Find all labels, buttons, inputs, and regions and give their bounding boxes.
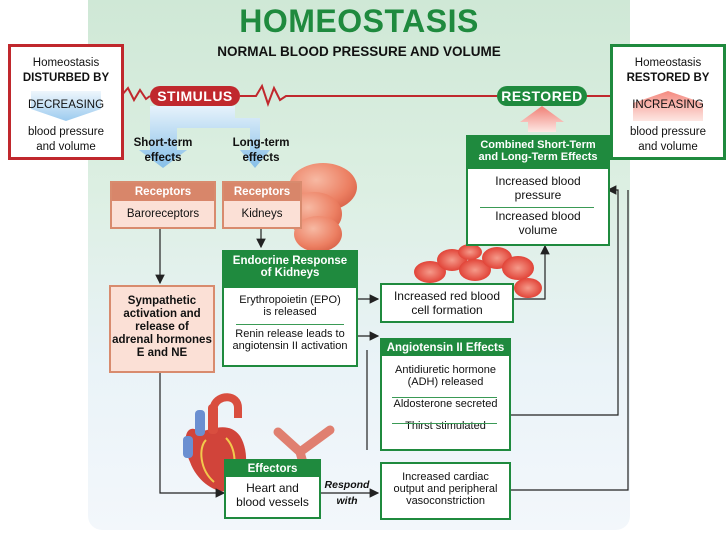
combined-header-line1: Combined Short-Term [480,139,596,151]
sympathetic-line3: release of [135,321,189,333]
disturbed-line3: DECREASING [27,99,105,111]
stimulus-down-arrow [139,106,270,168]
combined-item1-line2: pressure [468,188,608,202]
rbc-line2: cell formation [382,303,512,317]
thirst-label: Thirst stimulated [382,420,509,432]
epo-line1: Erythropoietin (EPO) [224,294,356,306]
restored-box: Homeostasis RESTORED BY INCREASING blood… [610,44,726,160]
stimulus-zigzag-line [120,86,151,103]
balance-zigzag-line [240,83,497,107]
epo-line2: is released [224,306,356,318]
combined-header: Combined Short-Term and Long-Term Effect… [468,137,608,169]
cardiac-line2: output and peripheral [382,483,509,495]
sympathetic-line4: adrenal hormones [112,334,212,346]
angiotensin-header: Angiotensin II Effects [382,340,509,356]
adh-line2: (ADH) released [382,376,509,388]
endocrine-header: Endocrine Response of Kidneys [224,252,356,288]
long-term-line1: Long-term [232,137,290,149]
disturbed-line4: blood pressure [27,126,105,138]
restored-up-arrow [520,106,564,132]
restored-line1: Homeostasis [634,57,702,69]
red-blood-cells-icon [414,244,542,298]
combined-item2-line1: Increased blood [468,209,608,223]
combined-item1-line1: Increased blood [468,174,608,188]
endocrine-divider [236,324,344,325]
rbc-formation-box: Increased red blood cell formation [380,283,514,323]
angiotensin-divider1 [392,397,497,398]
disturbed-box: Homeostasis DISTURBED BY DECREASING bloo… [8,44,124,160]
sympathetic-line2: activation and [123,308,201,320]
baroreceptors-label: Baroreceptors [112,201,214,227]
cardiac-line1: Increased cardiac [382,471,509,483]
short-term-line2: effects [144,152,182,164]
combined-divider [480,207,594,208]
adh-line1: Antidiuretic hormone [382,364,509,376]
kidneys-label: Kidneys [224,201,300,227]
restored-line5: and volume [638,141,698,153]
disturbed-line2: DISTURBED BY [22,72,110,84]
restored-pill: RESTORED [497,86,587,106]
cardiac-line3: vasoconstriction [382,495,509,507]
endocrine-header-line2: of Kidneys [260,267,320,279]
aldosterone-label: Aldosterone secreted [382,398,509,410]
respond-line2: with [336,495,358,507]
respond-with-label: Respond with [318,479,376,507]
restored-line2: RESTORED BY [626,72,710,84]
combined-effects-box: Combined Short-Term and Long-Term Effect… [466,135,610,246]
effectors-box: Effectors Heart and blood vessels [224,459,321,519]
restored-line3: INCREASING [632,99,704,111]
sympathetic-line5: E and NE [136,347,188,359]
angiotensin-effects-box: Angiotensin II Effects Antidiuretic horm… [380,338,511,451]
disturbed-line1: Homeostasis [32,57,100,69]
combined-header-line2: and Long-Term Effects [478,151,598,163]
disturbed-line5: and volume [36,141,96,153]
stimulus-pill: STIMULUS [150,86,240,106]
rbc-line1: Increased red blood [382,289,512,303]
endocrine-response-box: Endocrine Response of Kidneys Erythropoi… [222,250,358,367]
long-term-line2: effects [242,152,280,164]
effectors-header: Effectors [226,461,319,477]
receptors-kidneys-box: Receptors Kidneys [222,181,302,229]
receptors-right-header: Receptors [224,183,300,201]
effectors-line2: blood vessels [226,495,319,509]
sympathetic-box: Sympathetic activation and release of ad… [109,285,215,373]
diagram-subtitle: NORMAL BLOOD PRESSURE AND VOLUME [217,44,501,59]
diagram-title: HOMEOSTASIS [239,3,479,39]
sympathetic-line1: Sympathetic [127,295,197,307]
respond-line1: Respond [324,479,370,491]
restored-line4: blood pressure [629,126,707,138]
effectors-line1: Heart and [226,481,319,495]
short-term-line1: Short-term [133,137,193,149]
renin-line1: Renin release leads to [224,328,356,340]
receptors-baroreceptors-box: Receptors Baroreceptors [110,181,216,229]
angiotensin-divider2 [392,423,497,424]
cardiac-output-box: Increased cardiac output and peripheral … [380,462,511,520]
endocrine-header-line1: Endocrine Response [232,255,348,267]
receptors-left-header: Receptors [112,183,214,201]
combined-item2-line2: volume [468,223,608,237]
renin-line2: angiotensin II activation [224,340,356,352]
